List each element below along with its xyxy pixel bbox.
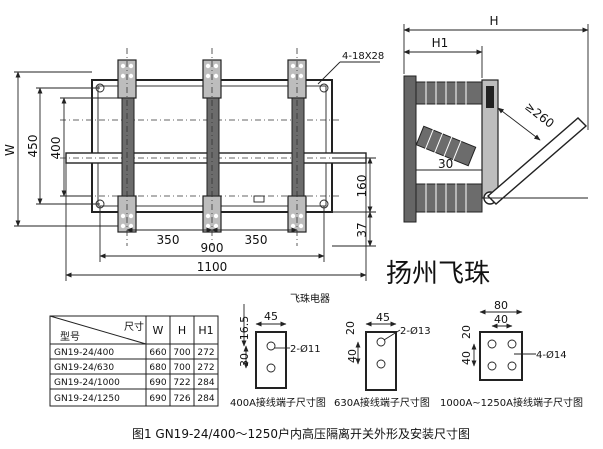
brand-title: 扬州飞珠 [386, 259, 490, 289]
cell-H: 722 [173, 378, 190, 388]
cell-H1: 272 [197, 348, 214, 358]
front-view: W 450 400 350 350 900 1100 160 37 [3, 48, 384, 281]
table-header-model: 型号 [60, 330, 80, 343]
insulator-diagonal [415, 125, 477, 167]
t1000-holes: 4-Ø14 [536, 349, 567, 361]
cell-model: GN19-24/1250 [54, 394, 120, 404]
pole-left [117, 48, 137, 246]
pole-middle [202, 48, 222, 246]
t1000-80: 80 [494, 299, 508, 312]
t630-20: 20 [344, 321, 357, 335]
t1000-caption: 1000A~1250A接线端子尺寸图 [440, 396, 583, 409]
dim-1100: 1100 [197, 260, 228, 274]
cell-H1: 284 [197, 378, 214, 388]
figure-caption: 图1 GN19-24/400～1250户内高压隔离开关外形及安装尺寸图 [132, 426, 470, 441]
spec-table: 尺寸 型号 W H H1 GN19-24/400 660 700 272 GN1… [49, 315, 219, 407]
terminal-630a: 45 20 40 2-Ø13 630A接线端子尺寸图 [334, 311, 431, 409]
label-holes-4-18x28: 4-18X28 [342, 51, 384, 62]
terminal-1000a: 80 40 20 40 4-Ø14 1000A~1250A接线端子尺寸图 [440, 299, 583, 409]
side-view: H H1 30 ≥260 [403, 14, 589, 223]
cell-H: 700 [173, 348, 190, 358]
dim-350-right: 350 [245, 233, 268, 247]
t400-45: 45 [264, 310, 278, 323]
insulator-top [415, 80, 483, 106]
t1000-40: 40 [494, 313, 508, 326]
dim-450: 450 [26, 135, 40, 158]
t630-45: 45 [376, 311, 390, 324]
dim-160: 160 [355, 175, 369, 198]
cell-model: GN19-24/1000 [54, 378, 120, 388]
t1000-20: 20 [460, 325, 473, 339]
table-col-H1: H1 [198, 324, 213, 337]
terminal-400a: 45 16.5 30 2-Ø11 400A接线端子尺寸图 [230, 304, 326, 409]
pole-right [287, 48, 307, 246]
cell-W: 690 [149, 378, 166, 388]
dim-H1: H1 [432, 36, 449, 50]
t630-40: 40 [346, 349, 359, 363]
cell-H: 726 [173, 394, 190, 404]
switch-blade [486, 117, 588, 205]
t400-caption: 400A接线端子尺寸图 [230, 396, 326, 409]
table-row: GN19-24/630 680 700 272 [54, 363, 215, 373]
insulator-bottom [415, 182, 483, 214]
mount-hole [319, 83, 329, 93]
cell-H: 700 [173, 363, 190, 373]
table-row: GN19-24/400 660 700 272 [54, 348, 215, 358]
dim-260: ≥260 [522, 99, 557, 130]
t400-16-5: 16.5 [238, 316, 251, 341]
brand-subtitle: 飞珠电器 [290, 292, 330, 305]
t400-30: 30 [238, 353, 251, 367]
dim-900: 900 [201, 241, 224, 255]
cell-model: GN19-24/400 [54, 348, 114, 358]
cell-H1: 284 [197, 394, 214, 404]
dim-H: H [489, 14, 498, 28]
dim-400: 400 [49, 137, 63, 160]
table-header-diag: 尺寸 [124, 320, 144, 333]
table-row: GN19-24/1000 690 722 284 [54, 378, 215, 388]
t630-caption: 630A接线端子尺寸图 [334, 396, 430, 409]
table-col-W: W [153, 324, 164, 337]
cell-W: 690 [149, 394, 166, 404]
t630-holes: 2-Ø13 [400, 325, 431, 337]
t1000-40v: 40 [460, 351, 473, 365]
table-col-H: H [178, 324, 186, 337]
cell-H1: 272 [197, 363, 214, 373]
cell-W: 660 [149, 348, 166, 358]
t400-holes: 2-Ø11 [290, 343, 321, 355]
cell-W: 680 [149, 363, 166, 373]
dim-37: 37 [355, 222, 369, 237]
dim-350-left: 350 [157, 233, 180, 247]
cell-model: GN19-24/630 [54, 363, 114, 373]
dim-W: W [3, 144, 17, 156]
table-row: GN19-24/1250 690 726 284 [54, 394, 215, 404]
dim-side-30: 30 [438, 157, 453, 171]
